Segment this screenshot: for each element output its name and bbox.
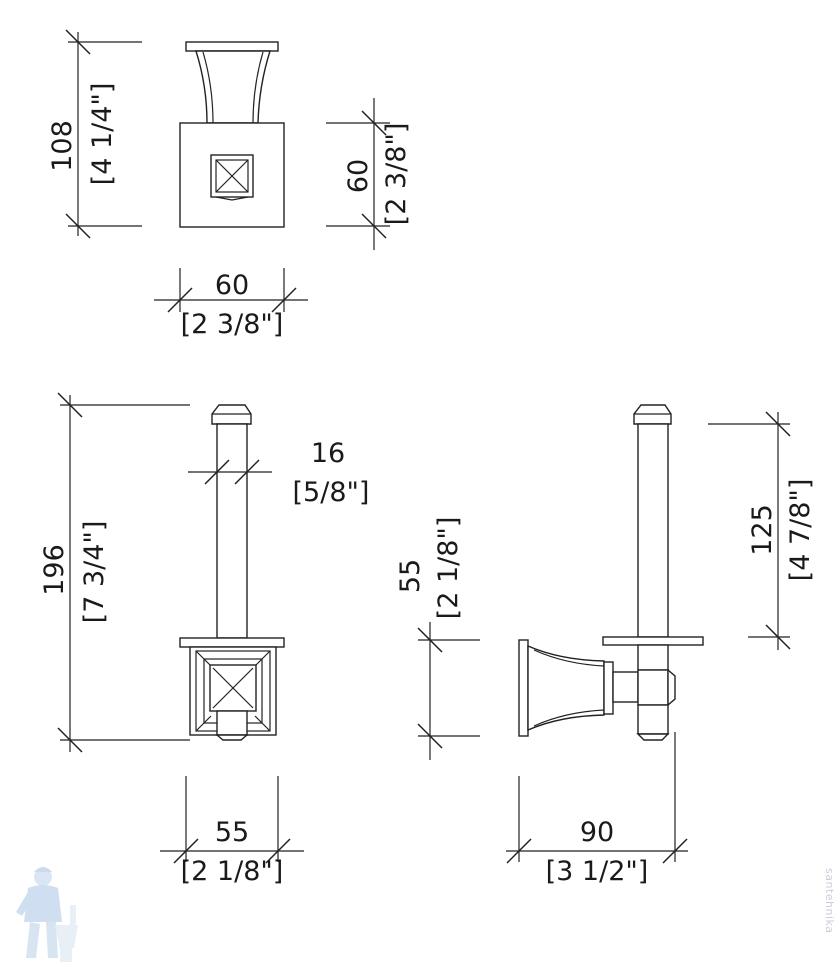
dim-front-height: 196 [7 3/4"] xyxy=(39,392,190,753)
dim-top-side-mm: 60 xyxy=(343,159,374,193)
dim-side-plate-mm: 55 xyxy=(395,559,426,593)
side-view: 55 [2 1/8"] 125 [4 7/8"] xyxy=(395,404,816,887)
dim-top-side: 60 [2 3/8"] xyxy=(326,98,412,250)
dim-top-side-in: [2 3/8"] xyxy=(381,123,412,226)
dim-top-width-mm: 60 xyxy=(215,270,249,301)
dim-front-width: 55 [2 1/8"] xyxy=(160,776,304,887)
side-view-part xyxy=(518,404,704,741)
dim-top-height-in: [4 1/4"] xyxy=(87,83,118,186)
dim-top-width: 60 [2 3/8"] xyxy=(154,268,308,340)
front-view-part xyxy=(179,404,285,741)
dim-top-height: 108 [4 1/4"] xyxy=(47,29,142,239)
top-view: 108 [4 1/4"] 60 [2 3/8"] xyxy=(47,29,412,340)
dim-front-rod-mm: 16 xyxy=(311,438,345,469)
plumber-mascot-icon xyxy=(16,867,78,962)
top-view-part xyxy=(179,41,285,228)
dim-side-rod-in: [4 7/8"] xyxy=(785,479,816,582)
watermark-text: santehnika xyxy=(823,868,836,934)
dim-side-depth: 90 [3 1/2"] xyxy=(506,732,688,887)
dim-side-depth-mm: 90 xyxy=(580,817,614,848)
dim-side-rod: 125 [4 7/8"] xyxy=(708,411,816,650)
dim-side-rod-mm: 125 xyxy=(747,504,778,556)
dim-side-plate: 55 [2 1/8"] xyxy=(395,517,480,760)
dim-top-height-mm: 108 xyxy=(47,120,78,172)
dim-front-height-in: [7 3/4"] xyxy=(79,521,110,624)
dim-front-height-mm: 196 xyxy=(39,544,70,596)
dim-front-width-mm: 55 xyxy=(215,817,249,848)
front-view: 196 [7 3/4"] 16 [5/8"] 55 [2 1/8"] xyxy=(39,392,369,887)
dim-front-width-in: [2 1/8"] xyxy=(181,856,284,887)
dim-top-width-in: [2 3/8"] xyxy=(181,309,284,340)
dim-front-rod-in: [5/8"] xyxy=(293,477,370,508)
dim-side-depth-in: [3 1/2"] xyxy=(546,856,649,887)
dim-side-plate-in: [2 1/8"] xyxy=(433,517,464,620)
dim-front-rod: 16 [5/8"] xyxy=(188,438,369,508)
